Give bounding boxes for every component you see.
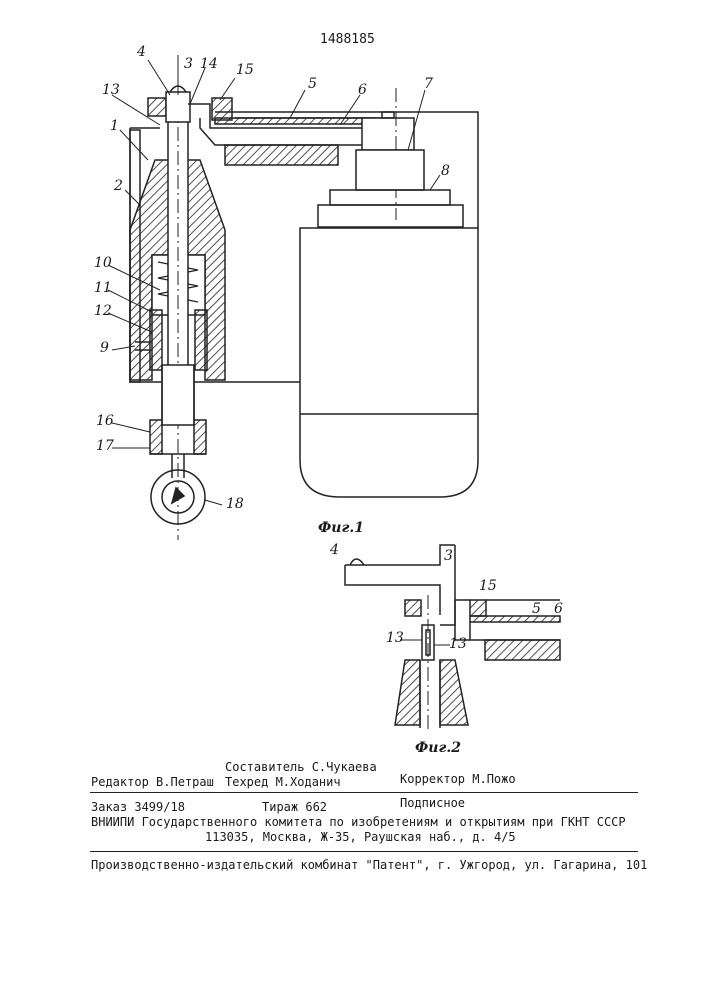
colophon-subscription: Подписное: [400, 796, 465, 810]
fig2-label-15: 15: [479, 578, 497, 594]
figure-2-caption: Фиг.2: [415, 740, 461, 756]
divider-1: [90, 792, 638, 793]
colophon-techred: Техред М.Ходанич: [225, 775, 341, 789]
colophon-circulation: Тираж 662: [262, 800, 327, 814]
colophon-editor: Редактор В.Петраш: [91, 775, 214, 789]
fig2-label-6: 6: [554, 601, 563, 617]
fig2-label-3: 3: [444, 548, 453, 564]
colophon-compiler: Составитель С.Чукаева: [225, 760, 377, 774]
colophon-corrector: Корректор М.Пожо: [400, 772, 516, 786]
fig2-label-13-right: 13: [449, 636, 467, 652]
fig2-label-13-left: 13: [386, 630, 404, 646]
colophon-publisher: Производственно-издательский комбинат "П…: [91, 858, 647, 872]
colophon-address: 113035, Москва, Ж-35, Раушская наб., д. …: [205, 830, 516, 844]
colophon-institute: ВНИИПИ Государственного комитета по изоб…: [91, 815, 626, 829]
divider-2: [90, 851, 638, 852]
fig2-label-5: 5: [532, 601, 541, 617]
fig2-label-4: 4: [330, 542, 339, 558]
colophon-order: Заказ 3499/18: [91, 800, 185, 814]
